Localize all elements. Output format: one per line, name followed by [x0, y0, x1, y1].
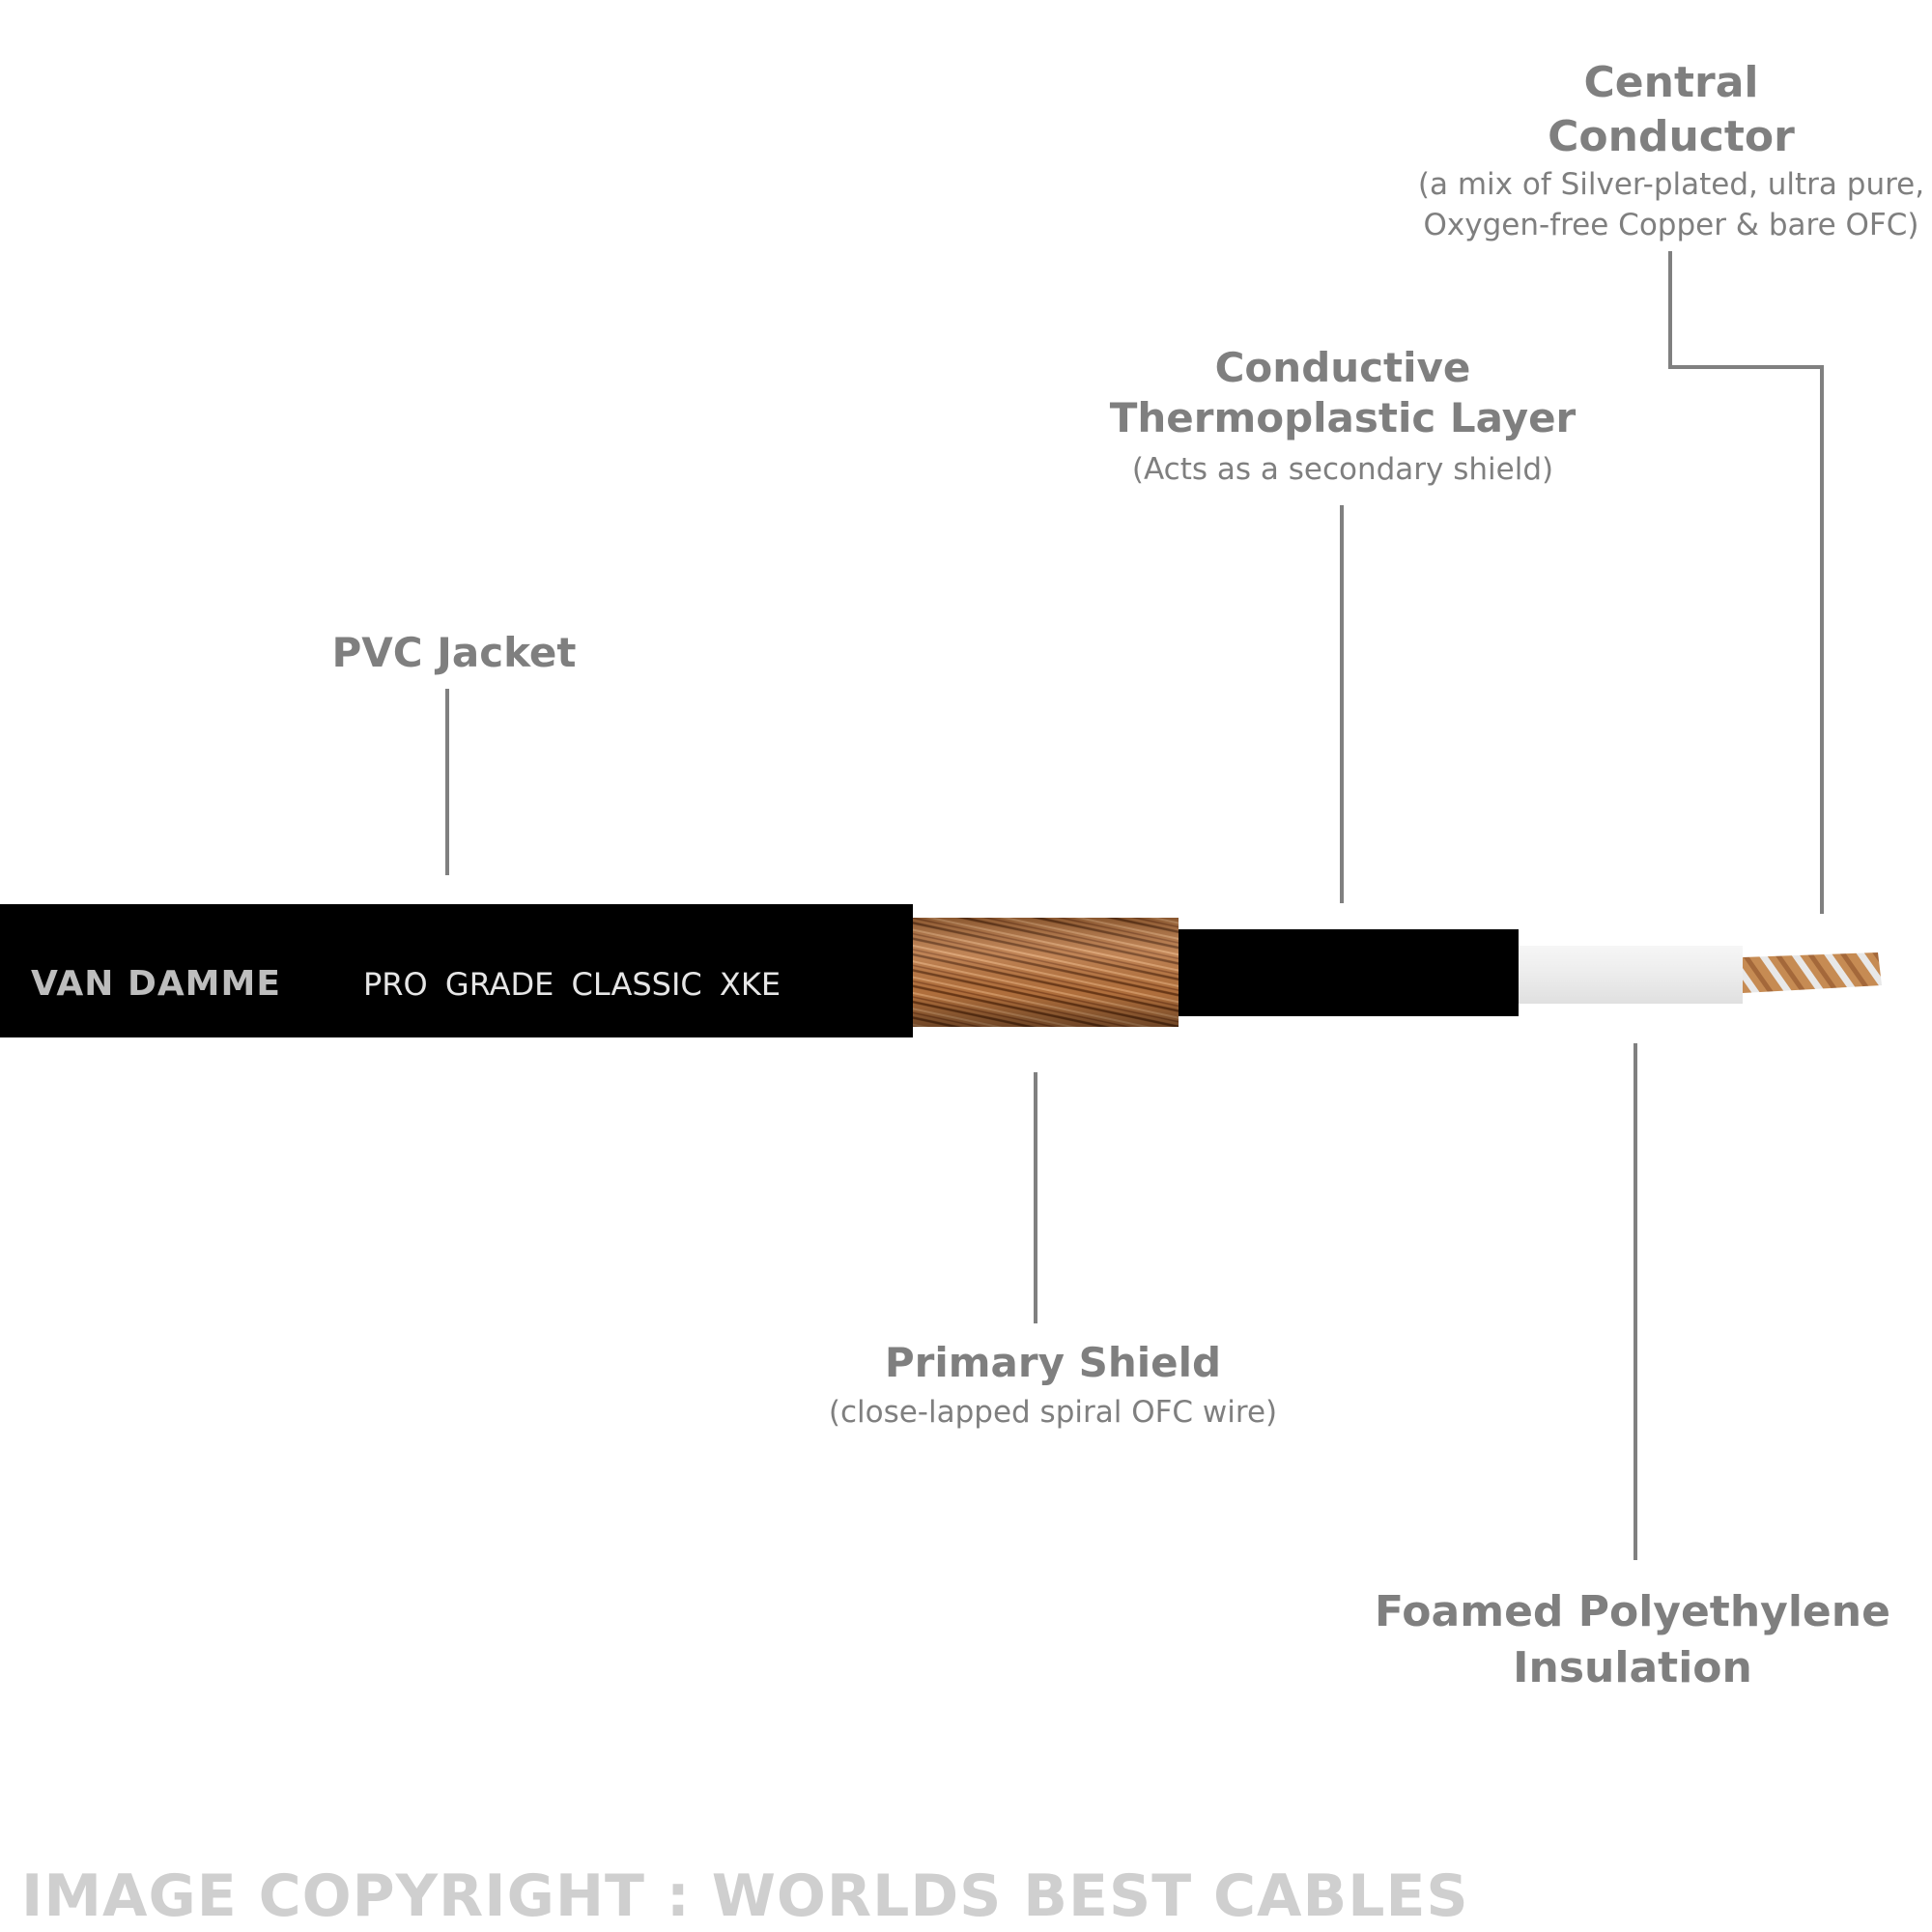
conductive-layer-title: Conductive Thermoplastic Layer [1109, 344, 1577, 441]
primary-shield-label: Primary Shield (close-lapped spiral OFC … [802, 1338, 1304, 1433]
foamed-polyethylene-insulation [1519, 946, 1743, 1004]
pvc-jacket-title: PVC Jacket [331, 629, 577, 676]
central-conductor [1743, 952, 1882, 993]
conductive-thermoplastic-layer [1179, 929, 1519, 1016]
foamed-insulation-title: Foamed Polyethylene Insulation [1375, 1587, 1890, 1692]
central-conductor-title: Central Conductor [1548, 58, 1795, 161]
primary-shield-title: Primary Shield [884, 1339, 1222, 1386]
copyright-watermark: IMAGE COPYRIGHT : WORLDS BEST CABLES [21, 1862, 1469, 1930]
pvc-jacket-label: PVC Jacket [290, 628, 618, 678]
leader-lines [445, 251, 1824, 1560]
conductive-layer-label: Conductive Thermoplastic Layer (Acts as … [1082, 343, 1604, 490]
central-conductor-label: Central Conductor (a mix of Silver-plate… [1401, 56, 1932, 245]
pvc-jacket [0, 904, 913, 1037]
central-conductor-subtitle: (a mix of Silver-plated, ultra pure, Oxy… [1417, 167, 1925, 242]
jacket-brand-text: VAN DAMME [31, 964, 281, 1004]
conductive-layer-subtitle: (Acts as a secondary shield) [1131, 452, 1554, 487]
jacket-model-text: PRO GRADE CLASSIC XKE [363, 966, 781, 1003]
foamed-insulation-label: Foamed Polyethylene Insulation [1372, 1584, 1893, 1696]
primary-shield-shading [913, 918, 1179, 1027]
leader-line-central-conductor [1668, 251, 1824, 914]
primary-shield-subtitle: (close-lapped spiral OFC wire) [828, 1395, 1278, 1430]
